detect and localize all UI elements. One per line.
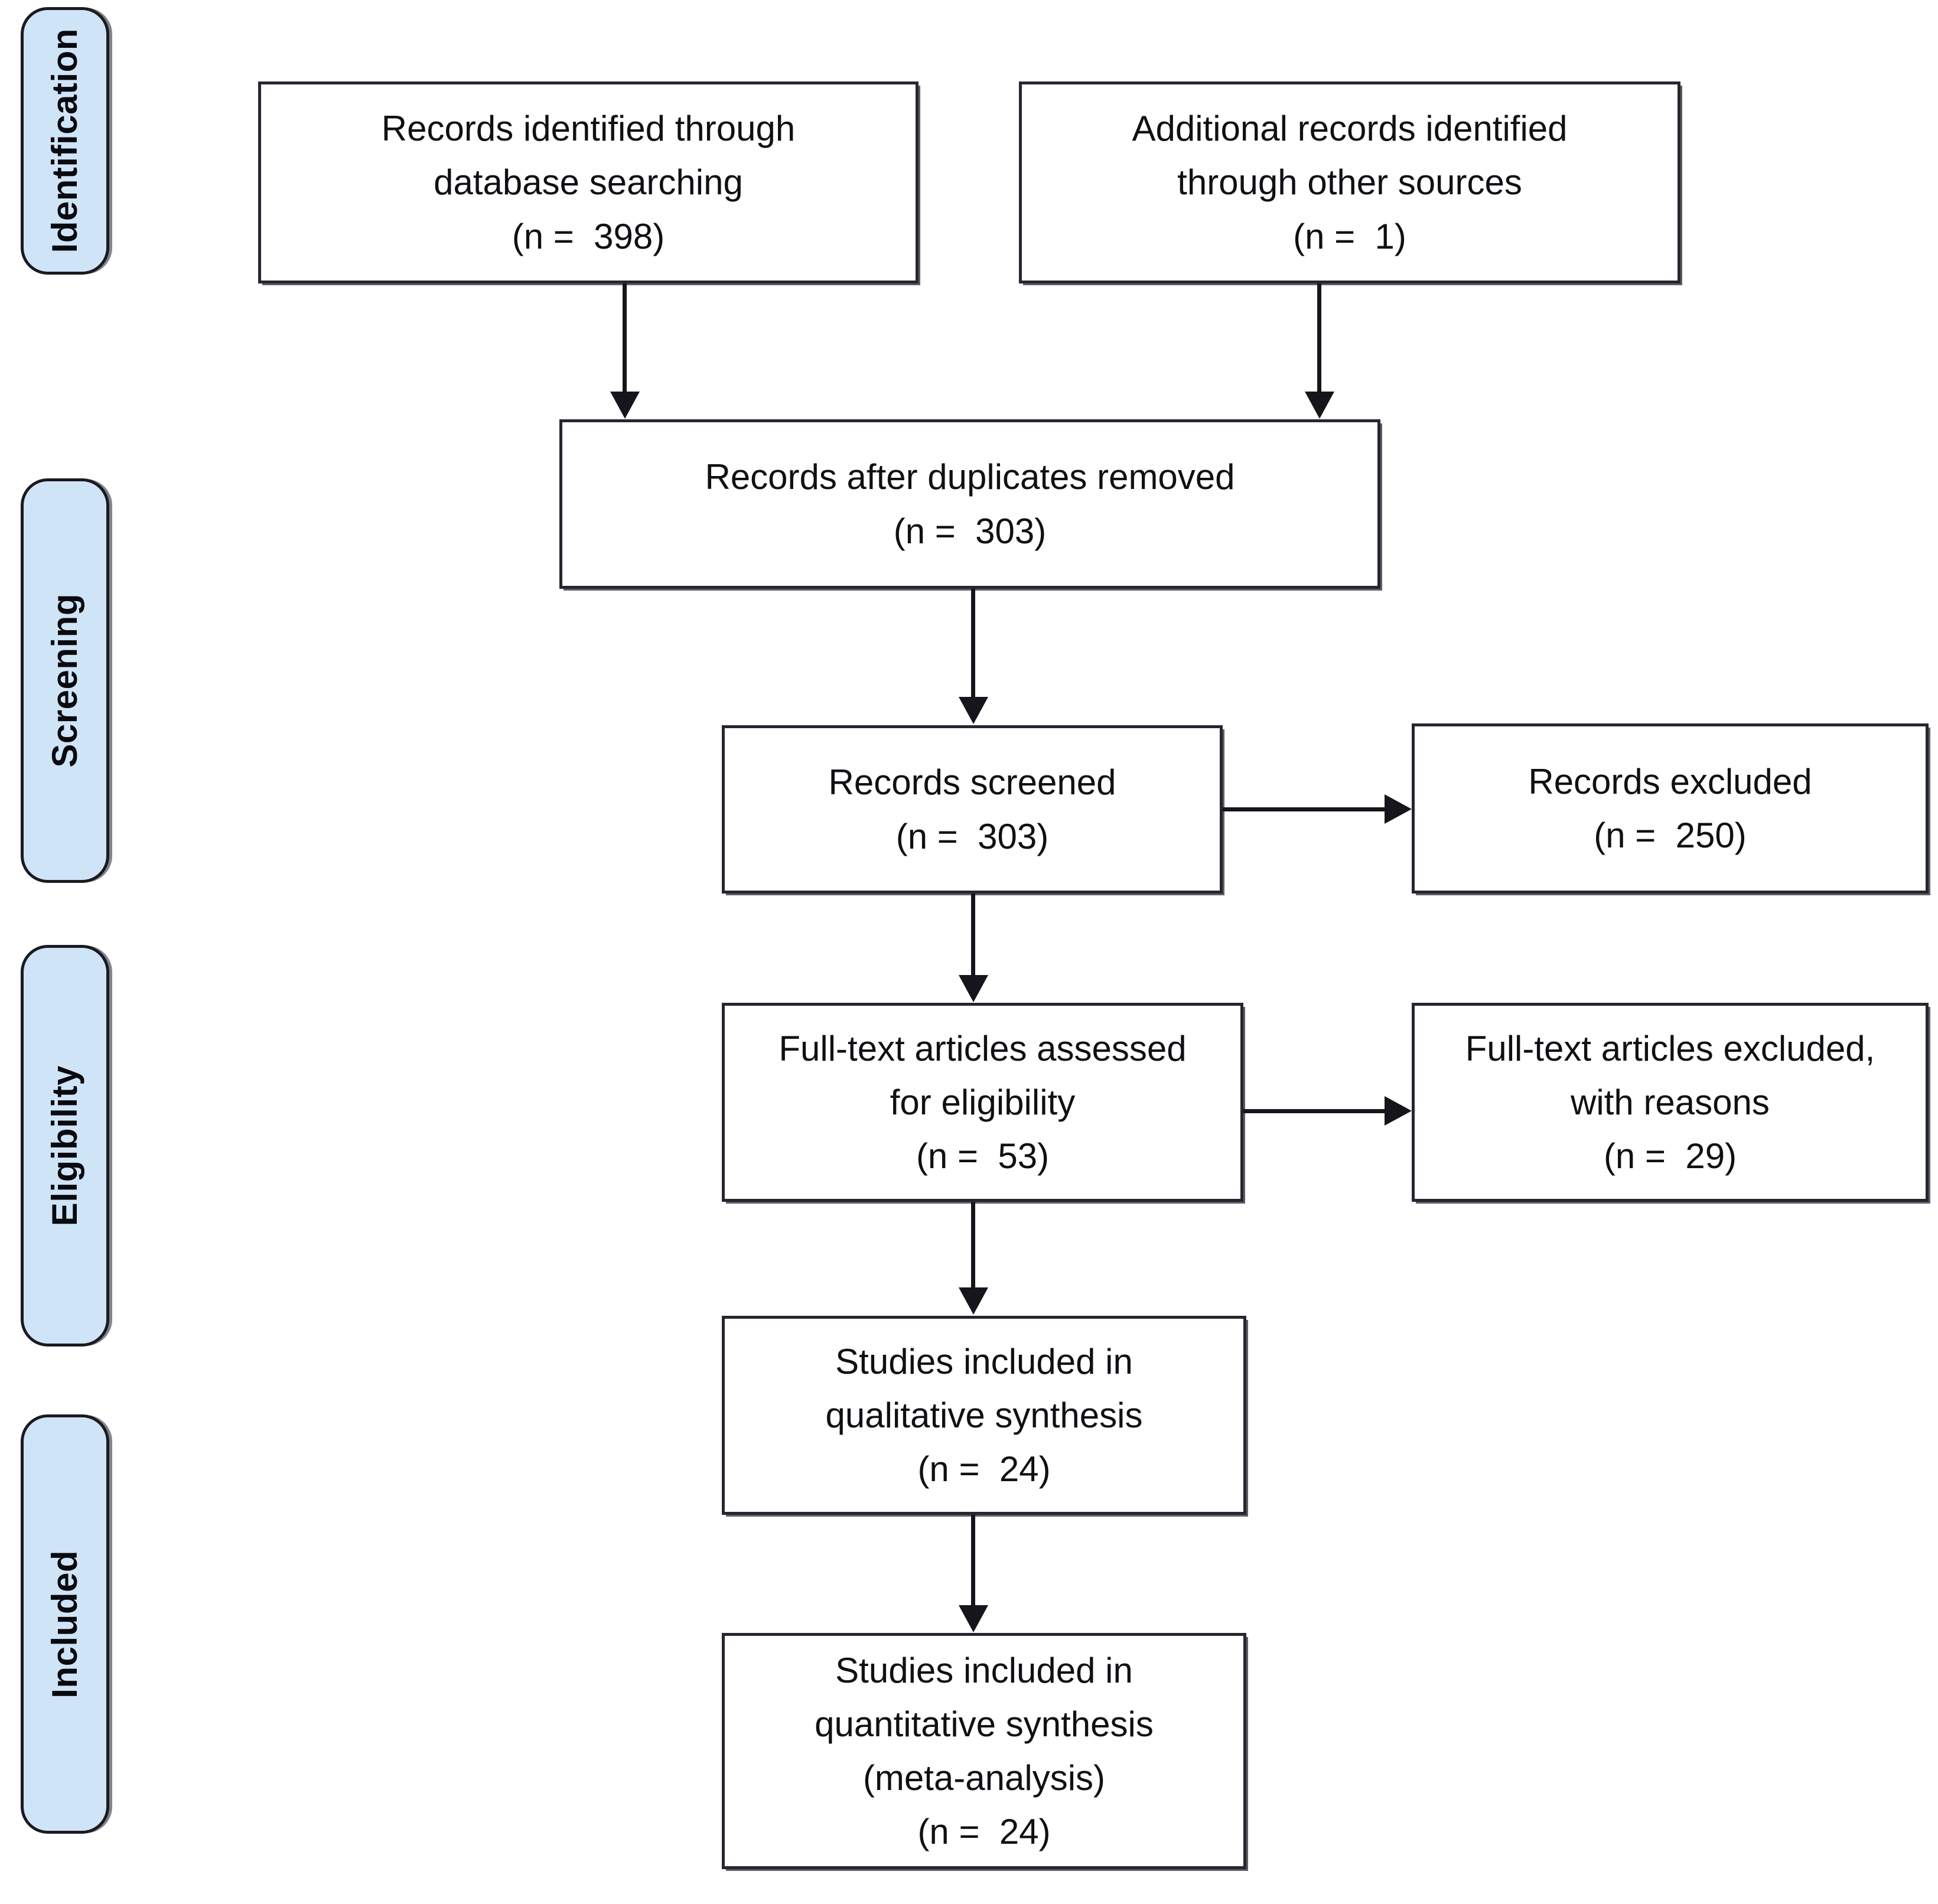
arrowhead-other-sources-to-duplicates xyxy=(1305,392,1334,419)
box-line: (meta-analysis) xyxy=(862,1758,1106,1798)
box-count: (n = 398) xyxy=(512,216,665,256)
connector-fulltext-to-qualitative xyxy=(971,1202,975,1287)
connector-screened-to-fulltext xyxy=(971,894,975,976)
box-records-excluded: Records excluded (n = 250) xyxy=(1412,723,1929,894)
box-studies-quantitative-synthesis: Studies included in quantitative synthes… xyxy=(722,1633,1246,1869)
arrowhead-qualitative-to-quantitative xyxy=(959,1605,988,1632)
box-count: (n = 24) xyxy=(917,1812,1051,1852)
box-count: (n = 303) xyxy=(895,816,1049,856)
stage-label-identification: Identification xyxy=(45,28,84,253)
box-line: Records excluded xyxy=(1528,761,1812,801)
connector-duplicates-to-screened xyxy=(971,589,975,698)
box-line: Studies included in xyxy=(835,1650,1133,1690)
box-count: (n = 53) xyxy=(916,1136,1050,1176)
box-count: (n = 24) xyxy=(917,1449,1051,1489)
box-line: Additional records identified xyxy=(1132,109,1568,149)
box-line: Full-text articles assessed xyxy=(779,1028,1187,1068)
box-line: through other sources xyxy=(1177,162,1522,203)
arrowhead-fulltext-to-qualitative xyxy=(959,1287,988,1315)
stage-label-eligibility: Eligibility xyxy=(45,1065,84,1227)
box-fulltext-articles-excluded: Full-text articles excluded, with reason… xyxy=(1412,1003,1929,1202)
box-line: Studies included in xyxy=(835,1341,1133,1381)
box-line: Records identified through xyxy=(381,109,796,149)
box-count: (n = 1) xyxy=(1293,216,1406,256)
stage-pill-screening: Screening xyxy=(21,478,109,883)
connector-other-sources-to-duplicates xyxy=(1317,283,1321,393)
connector-qualitative-to-quantitative xyxy=(971,1515,975,1606)
stage-pill-eligibility: Eligibility xyxy=(21,945,109,1347)
arrowhead-screened-to-excluded xyxy=(1385,794,1412,824)
arrowhead-duplicates-to-screened xyxy=(959,697,988,724)
box-line: qualitative synthesis xyxy=(825,1395,1143,1435)
connector-database-to-duplicates xyxy=(623,283,627,393)
box-line: quantitative synthesis xyxy=(815,1704,1154,1744)
connector-screened-to-excluded xyxy=(1223,807,1385,811)
box-line: database searching xyxy=(434,162,743,203)
box-count: (n = 250) xyxy=(1594,816,1747,855)
box-line: with reasons xyxy=(1571,1082,1770,1122)
connector-fulltext-to-excluded xyxy=(1243,1109,1385,1113)
box-fulltext-articles-assessed: Full-text articles assessed for eligibil… xyxy=(722,1003,1243,1202)
box-line: for eligibility xyxy=(890,1082,1076,1122)
arrowhead-screened-to-fulltext xyxy=(959,975,988,1002)
box-records-screened: Records screened (n = 303) xyxy=(722,725,1223,894)
arrowhead-database-to-duplicates xyxy=(610,392,640,419)
box-additional-records-other-sources: Additional records identified through ot… xyxy=(1019,81,1680,283)
box-studies-qualitative-synthesis: Studies included in qualitative synthesi… xyxy=(722,1316,1246,1515)
box-line: Full-text articles excluded, xyxy=(1465,1028,1875,1068)
stage-pill-identification: Identification xyxy=(21,7,109,275)
box-records-after-duplicates-removed: Records after duplicates removed (n = 30… xyxy=(559,419,1380,589)
stage-label-included: Included xyxy=(45,1550,84,1698)
box-count: (n = 29) xyxy=(1603,1136,1737,1176)
stage-label-screening: Screening xyxy=(45,594,84,768)
box-count: (n = 303) xyxy=(893,511,1047,551)
box-line: Records screened xyxy=(828,762,1116,803)
box-records-identified-database: Records identified through database sear… xyxy=(258,81,918,283)
box-line: Records after duplicates removed xyxy=(705,457,1235,497)
arrowhead-fulltext-to-excluded xyxy=(1385,1096,1412,1126)
stage-pill-included: Included xyxy=(21,1414,109,1834)
